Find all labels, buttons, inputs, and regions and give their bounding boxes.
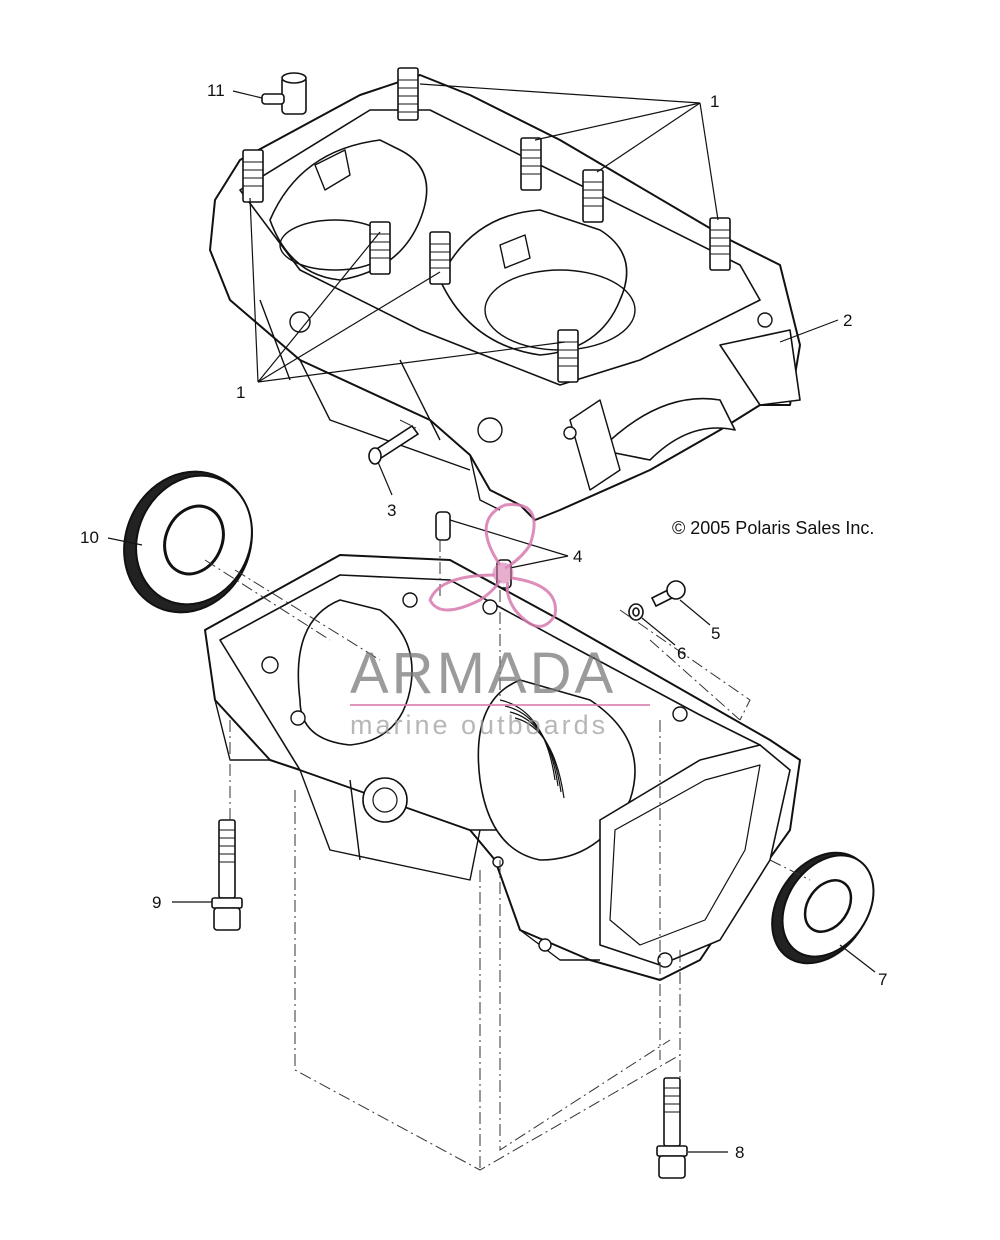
seal-large [123, 470, 253, 614]
callout-2: 2 [843, 311, 852, 330]
watermark-tagline: marine outboards [350, 710, 609, 740]
stud [397, 67, 419, 121]
callout-labels: 1 1 2 3 4 5 6 7 8 9 10 11 [80, 81, 887, 1162]
stud [520, 137, 542, 191]
callout-7: 7 [878, 970, 887, 989]
copyright-text: © 2005 Polaris Sales Inc. [672, 518, 875, 538]
lower-crankcase [204, 554, 801, 981]
callout-1-bottom: 1 [236, 383, 245, 402]
cylinder-studs [242, 67, 731, 383]
callout-11: 11 [207, 81, 225, 100]
stud [557, 329, 579, 383]
fitting-elbow [261, 72, 307, 115]
callout-10: 10 [80, 528, 99, 547]
callout-5: 5 [711, 624, 720, 643]
bolt-washer [628, 580, 686, 621]
watermark-divider [350, 704, 650, 706]
armada-logo-icon [428, 503, 557, 628]
bolt-long-left [211, 819, 243, 931]
callout-9: 9 [152, 893, 161, 912]
stud [709, 217, 731, 271]
seal-small [771, 851, 875, 965]
stud [369, 221, 391, 275]
upper-crankcase [209, 74, 801, 521]
callout-8: 8 [735, 1143, 744, 1162]
leaders [107, 83, 876, 1153]
watermark-title: ARMADA [350, 641, 617, 706]
bolt-short [368, 424, 420, 465]
assembly-guides [204, 419, 811, 1171]
callout-1-top: 1 [710, 92, 719, 111]
callout-3: 3 [387, 501, 396, 520]
bolt-long-right [656, 1077, 688, 1179]
callout-4: 4 [573, 547, 582, 566]
stud [242, 149, 264, 203]
stud [429, 231, 451, 285]
stud [582, 169, 604, 223]
callout-6: 6 [677, 644, 686, 663]
